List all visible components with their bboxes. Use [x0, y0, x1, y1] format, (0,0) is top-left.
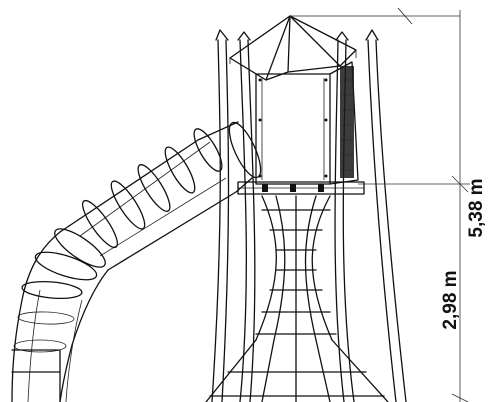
- dimension-lines: [358, 10, 470, 402]
- tower-legs: [211, 29, 407, 402]
- climbing-net: [205, 195, 389, 402]
- tower-platform: [237, 181, 365, 195]
- platform-height-label: 2,98 m: [440, 270, 461, 329]
- tower-cabin: [255, 61, 359, 185]
- total-height-label: 5,38 m: [466, 178, 487, 237]
- tube-slide: [11, 121, 262, 402]
- slide-rings: [13, 128, 223, 353]
- tower-roof: [229, 7, 413, 81]
